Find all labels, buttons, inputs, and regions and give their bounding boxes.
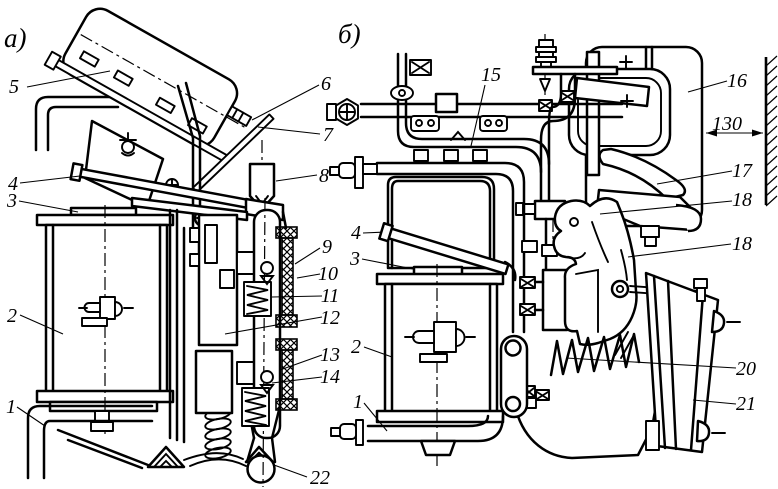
- svg-text:16: 16: [727, 70, 747, 92]
- svg-text:3: 3: [6, 190, 17, 212]
- svg-text:18: 18: [732, 233, 752, 255]
- svg-text:130: 130: [712, 113, 742, 135]
- svg-text:4: 4: [351, 222, 361, 244]
- svg-text:6: 6: [321, 73, 331, 95]
- svg-text:11: 11: [321, 285, 340, 307]
- svg-text:5: 5: [9, 76, 19, 98]
- svg-text:1: 1: [353, 391, 363, 413]
- svg-text:2: 2: [351, 336, 361, 358]
- svg-text:20: 20: [736, 358, 756, 380]
- svg-text:а): а): [4, 23, 27, 53]
- svg-text:13: 13: [320, 344, 340, 366]
- svg-text:4: 4: [8, 173, 18, 195]
- svg-text:21: 21: [736, 393, 756, 415]
- svg-text:9: 9: [322, 236, 332, 258]
- svg-text:14: 14: [320, 366, 340, 388]
- svg-text:15: 15: [481, 64, 501, 86]
- svg-text:10: 10: [318, 263, 338, 285]
- svg-text:18: 18: [732, 189, 752, 211]
- svg-text:7: 7: [323, 124, 334, 146]
- svg-text:3: 3: [349, 248, 360, 270]
- svg-text:12: 12: [320, 307, 340, 329]
- svg-text:22: 22: [310, 467, 330, 489]
- svg-text:2: 2: [7, 305, 17, 327]
- svg-text:1: 1: [6, 396, 16, 418]
- svg-text:17: 17: [732, 160, 753, 182]
- svg-text:8: 8: [319, 165, 329, 187]
- svg-text:б): б): [338, 19, 361, 49]
